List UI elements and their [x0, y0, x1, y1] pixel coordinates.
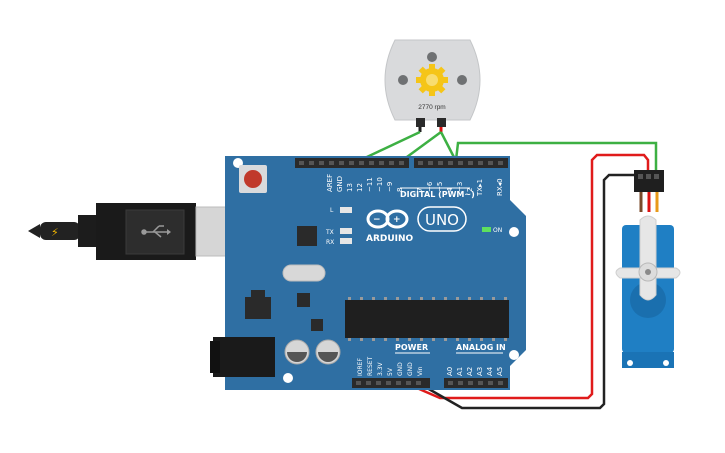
pin-label-a0: A0: [446, 367, 454, 376]
pin-label-8: 8: [396, 188, 404, 192]
model-text: UNO: [425, 211, 459, 229]
regulator: [245, 297, 271, 319]
usb-icon: [141, 225, 171, 238]
wire-servo-signal[interactable]: [454, 141, 658, 176]
pin-label-a2: A2: [466, 367, 474, 376]
gear-icon: [416, 64, 448, 96]
pin-label-gnd2: GND: [407, 362, 414, 376]
led-l: [340, 207, 352, 213]
mount-hole: [509, 350, 519, 360]
logo-text: ARDUINO: [366, 234, 414, 244]
power-header: [352, 378, 430, 388]
analog-pin-labels: A0 A1 A2 A3 A4 A5: [446, 366, 504, 376]
usb-chip: [297, 226, 317, 246]
motor-hole-right: [457, 75, 467, 85]
pin-label-5v: 5V: [387, 367, 394, 376]
pin-label-2: 2: [466, 188, 474, 192]
small-component: [297, 293, 310, 307]
arduino-logo: − + ARDUINO UNO: [366, 206, 467, 244]
lightning-icon: ⚡: [51, 226, 59, 239]
pin-label-gnd1: GND: [397, 362, 404, 376]
pin-label-3v3: 3.3V: [377, 361, 384, 376]
led-label-tx: TX: [325, 229, 334, 236]
motor-hole-top: [427, 52, 437, 62]
pin-label-gnd: GND: [336, 176, 344, 192]
small-chip: [311, 319, 323, 331]
servo-connector: [634, 170, 664, 192]
digital-section-label: DIGITAL (PWM~): [400, 190, 475, 199]
pin-label-a1: A1: [456, 367, 464, 376]
capacitor: [284, 339, 310, 365]
pin-label-tx1: TX▸1: [476, 179, 484, 197]
pin-label-10: ~10: [376, 177, 384, 192]
led-rx: [340, 238, 352, 244]
pin-label-12: 12: [356, 183, 364, 192]
servo-flange-bottom: [622, 352, 674, 368]
servo-horn[interactable]: [615, 215, 681, 301]
wire-servo-ground[interactable]: [408, 173, 641, 410]
led-label-rx: RX: [326, 239, 334, 246]
uno-badge: [417, 206, 467, 232]
svg-text:−: −: [373, 215, 381, 225]
pin-label-a4: A4: [486, 366, 494, 376]
usb-cable-neck: [78, 215, 98, 247]
chip-pins: [348, 297, 507, 341]
power-section-label: POWER: [395, 343, 428, 352]
servo-motor[interactable]: [615, 170, 681, 368]
mount-hole: [283, 373, 293, 383]
usb-cable-tip: [28, 224, 40, 238]
digital-pin-labels: AREF GND 13 12 ~11 ~10 ~9 8 7 ~6 ~5 4 ~3…: [326, 174, 504, 197]
pin-label-13: 13: [346, 183, 354, 192]
pin-label-a5: A5: [496, 367, 504, 376]
dc-power-jack[interactable]: [210, 337, 275, 377]
led-on: [482, 227, 491, 232]
motor-rpm-label: 2770 rpm: [418, 104, 445, 111]
pin-label-3: ~3: [456, 182, 464, 192]
status-leds: L TX RX: [325, 207, 352, 246]
on-label: ON: [493, 227, 502, 234]
pin-label-7: 7: [416, 188, 424, 192]
dc-motor[interactable]: 2770 rpm: [384, 39, 481, 127]
led-label-l: L: [330, 207, 334, 214]
regulator-tab: [251, 290, 265, 298]
infinity-icon: [366, 209, 409, 229]
motor-hole-left: [398, 75, 408, 85]
reset-button[interactable]: [239, 165, 267, 193]
pin-label-ioref: IOREF: [357, 358, 364, 376]
analog-header: [444, 378, 508, 388]
pin-label-rx0: RX◂0: [496, 178, 504, 196]
mount-hole: [509, 227, 519, 237]
pin-label-5: ~5: [436, 182, 444, 192]
pin-label-11: ~11: [366, 177, 374, 192]
pin-label-9: ~9: [386, 182, 394, 192]
usb-cable-body: [40, 222, 80, 240]
pin-label-6: ~6: [426, 181, 434, 192]
crystal: [282, 264, 326, 282]
pin-label-vin: Vin: [417, 366, 424, 376]
arduino-uno-board[interactable]: AREF GND 13 12 ~11 ~10 ~9 8 7 ~6 ~5 4 ~3…: [210, 156, 526, 390]
pin-label-aref: AREF: [326, 174, 334, 192]
power-pin-labels: IOREF RESET 3.3V 5V GND GND Vin: [357, 356, 424, 376]
pin-label-4: 4: [446, 187, 454, 192]
capacitor: [315, 339, 341, 365]
svg-text:+: +: [393, 215, 401, 225]
analog-section-label: ANALOG IN: [456, 343, 506, 352]
pin-label-a3: A3: [476, 367, 484, 376]
digital-header: [295, 158, 508, 168]
led-tx: [340, 228, 352, 234]
atmega-chip: [345, 300, 509, 338]
pin-label-reset: RESET: [367, 356, 374, 376]
